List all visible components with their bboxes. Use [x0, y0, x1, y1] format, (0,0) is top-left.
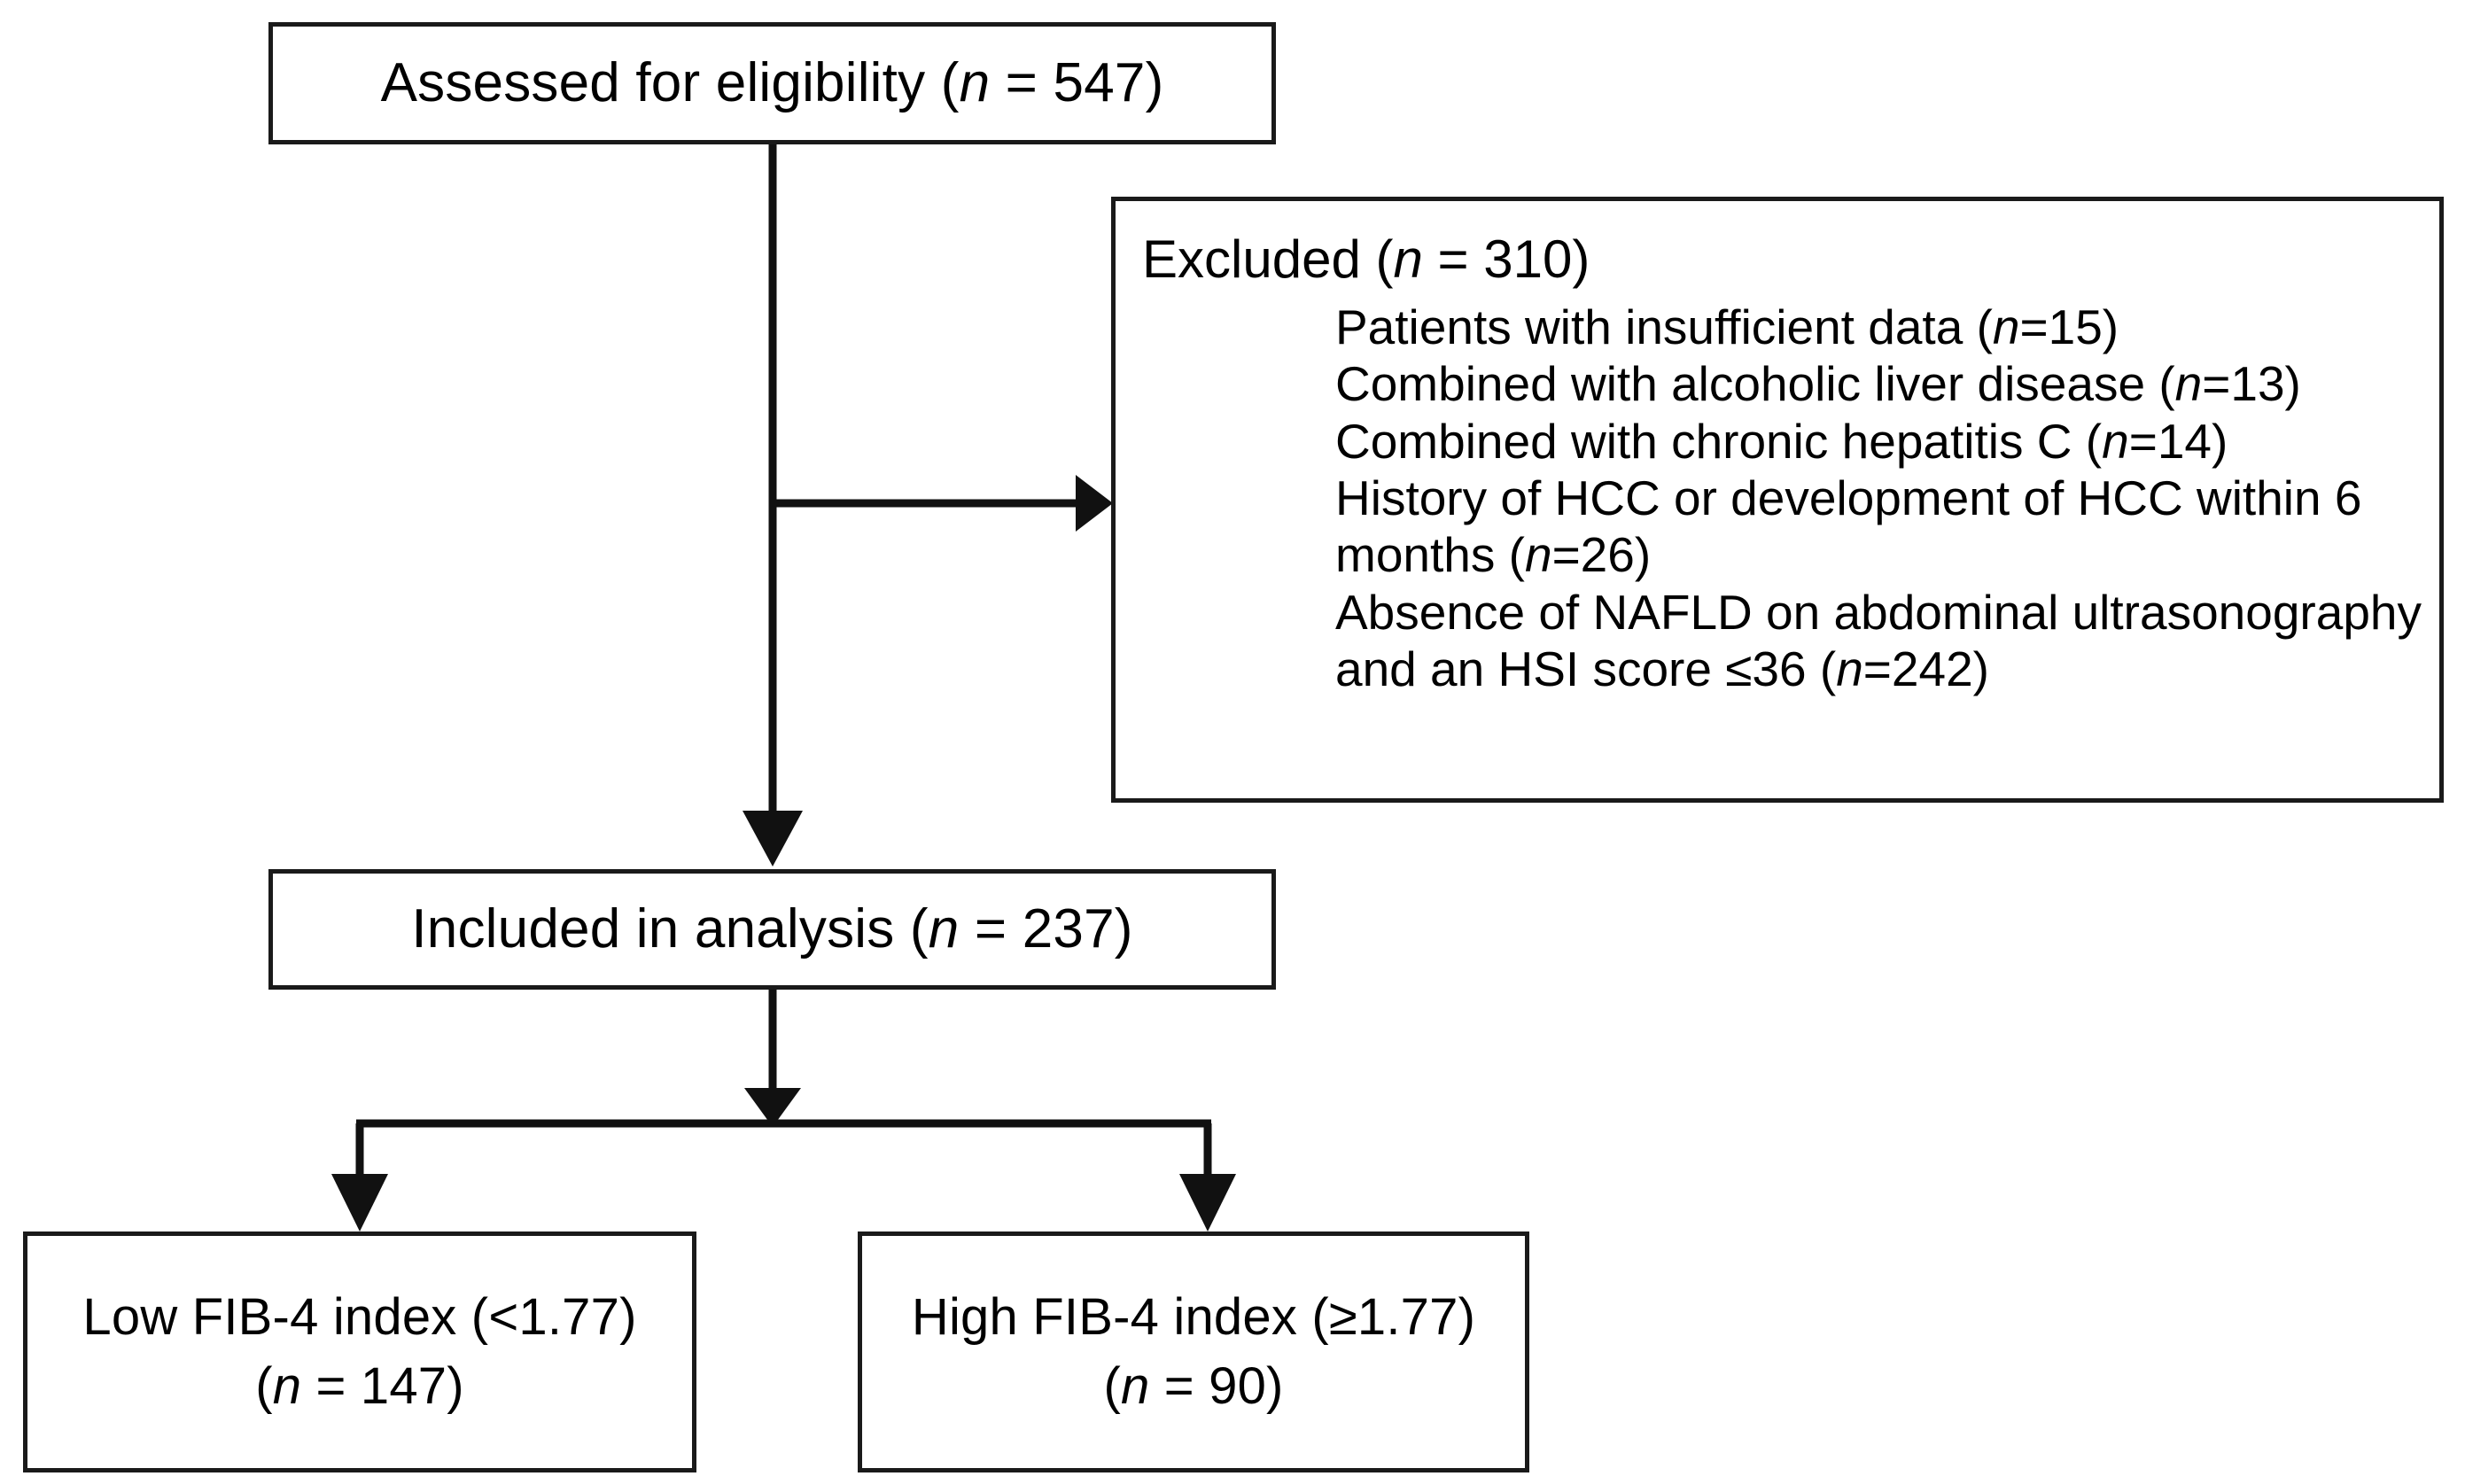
reason-text-after: =13): [2202, 356, 2301, 412]
list-item: Absence of NAFLD on abdominal ultrasonog…: [1335, 584, 2425, 698]
excluded-reason-list: Patients with insufficient data (n=15) C…: [1335, 299, 2425, 697]
edge-included-split: [331, 990, 1236, 1231]
list-item: Combined with chronic hepatitis C (n=14): [1335, 413, 2425, 470]
included-label-middle: = 237: [959, 898, 1115, 960]
assessed-label: Assessed for eligibility (n = 547): [381, 50, 1164, 117]
edge-assessed-to-included: [743, 144, 803, 866]
assessed-label-prefix: Assessed for eligibility (: [380, 52, 960, 114]
n-symbol: n: [2174, 356, 2203, 412]
list-item: Combined with alcoholic liver disease (n…: [1335, 355, 2425, 412]
n-symbol: n: [1393, 229, 1423, 289]
reason-text-after: =26): [1551, 527, 1652, 583]
list-item: History of HCC or development of HCC wit…: [1335, 470, 2425, 584]
n-symbol: n: [1992, 299, 2020, 354]
node-included-in-analysis: Included in analysis (n = 237): [268, 869, 1276, 990]
reason-text-before: Absence of NAFLD on abdominal ultrasonog…: [1335, 584, 2422, 697]
n-symbol: n: [272, 1357, 302, 1415]
excluded-header-prefix: Excluded (: [1142, 229, 1394, 289]
reason-text-before: Combined with chronic hepatitis C (: [1335, 413, 2103, 469]
reason-text-after: =14): [2128, 413, 2228, 469]
reason-text-before: Combined with alcoholic liver disease (: [1335, 356, 2175, 412]
reason-text-before: Patients with insufficient data (: [1335, 299, 1993, 354]
n-symbol: n: [1524, 527, 1552, 583]
low-fib4-line1: Low FIB-4 index (<1.77): [82, 1288, 637, 1347]
reason-text-before: History of HCC or development of HCC wit…: [1335, 470, 2362, 583]
node-low-fib4-index: Low FIB-4 index (<1.77) (n = 147): [23, 1231, 696, 1472]
list-item: Patients with insufficient data (n=15): [1335, 299, 2425, 355]
reason-text-after: =242): [1862, 641, 1989, 697]
n-symbol: n: [928, 898, 960, 960]
high-fib4-n-prefix: (: [1103, 1357, 1121, 1415]
low-fib4-n-middle: = 147: [301, 1357, 447, 1415]
high-fib4-n-suffix: ): [1266, 1357, 1284, 1415]
node-high-fib4-index: High FIB-4 index (≥1.77) (n = 90): [858, 1231, 1529, 1472]
n-symbol: n: [1836, 641, 1863, 697]
edge-assessed-to-excluded: [773, 475, 1113, 532]
n-symbol: n: [2102, 413, 2129, 469]
high-fib4-line2: (n = 90): [1103, 1352, 1283, 1421]
node-assessed-for-eligibility: Assessed for eligibility (n = 547): [268, 22, 1276, 144]
excluded-header-suffix: ): [1572, 229, 1590, 289]
included-label-suffix: ): [1114, 898, 1133, 960]
excluded-header-middle: = 310: [1422, 229, 1573, 289]
low-fib4-line2: (n = 147): [255, 1352, 464, 1421]
assessed-label-middle: = 547: [990, 52, 1146, 114]
included-label-prefix: Included in analysis (: [411, 898, 929, 960]
included-label: Included in analysis (n = 237): [411, 896, 1132, 963]
excluded-header: Excluded (n = 310): [1142, 228, 2430, 291]
n-symbol: n: [959, 52, 991, 114]
assessed-label-suffix: ): [1145, 52, 1164, 114]
high-fib4-line1: High FIB-4 index (≥1.77): [911, 1288, 1476, 1347]
low-fib4-n-prefix: (: [255, 1357, 273, 1415]
reason-text-after: =15): [2019, 299, 2119, 354]
high-fib4-n-middle: = 90: [1149, 1357, 1267, 1415]
low-fib4-n-suffix: ): [447, 1357, 464, 1415]
node-excluded: Excluded (n = 310) Patients with insuffi…: [1111, 197, 2444, 803]
n-symbol: n: [1120, 1357, 1150, 1415]
